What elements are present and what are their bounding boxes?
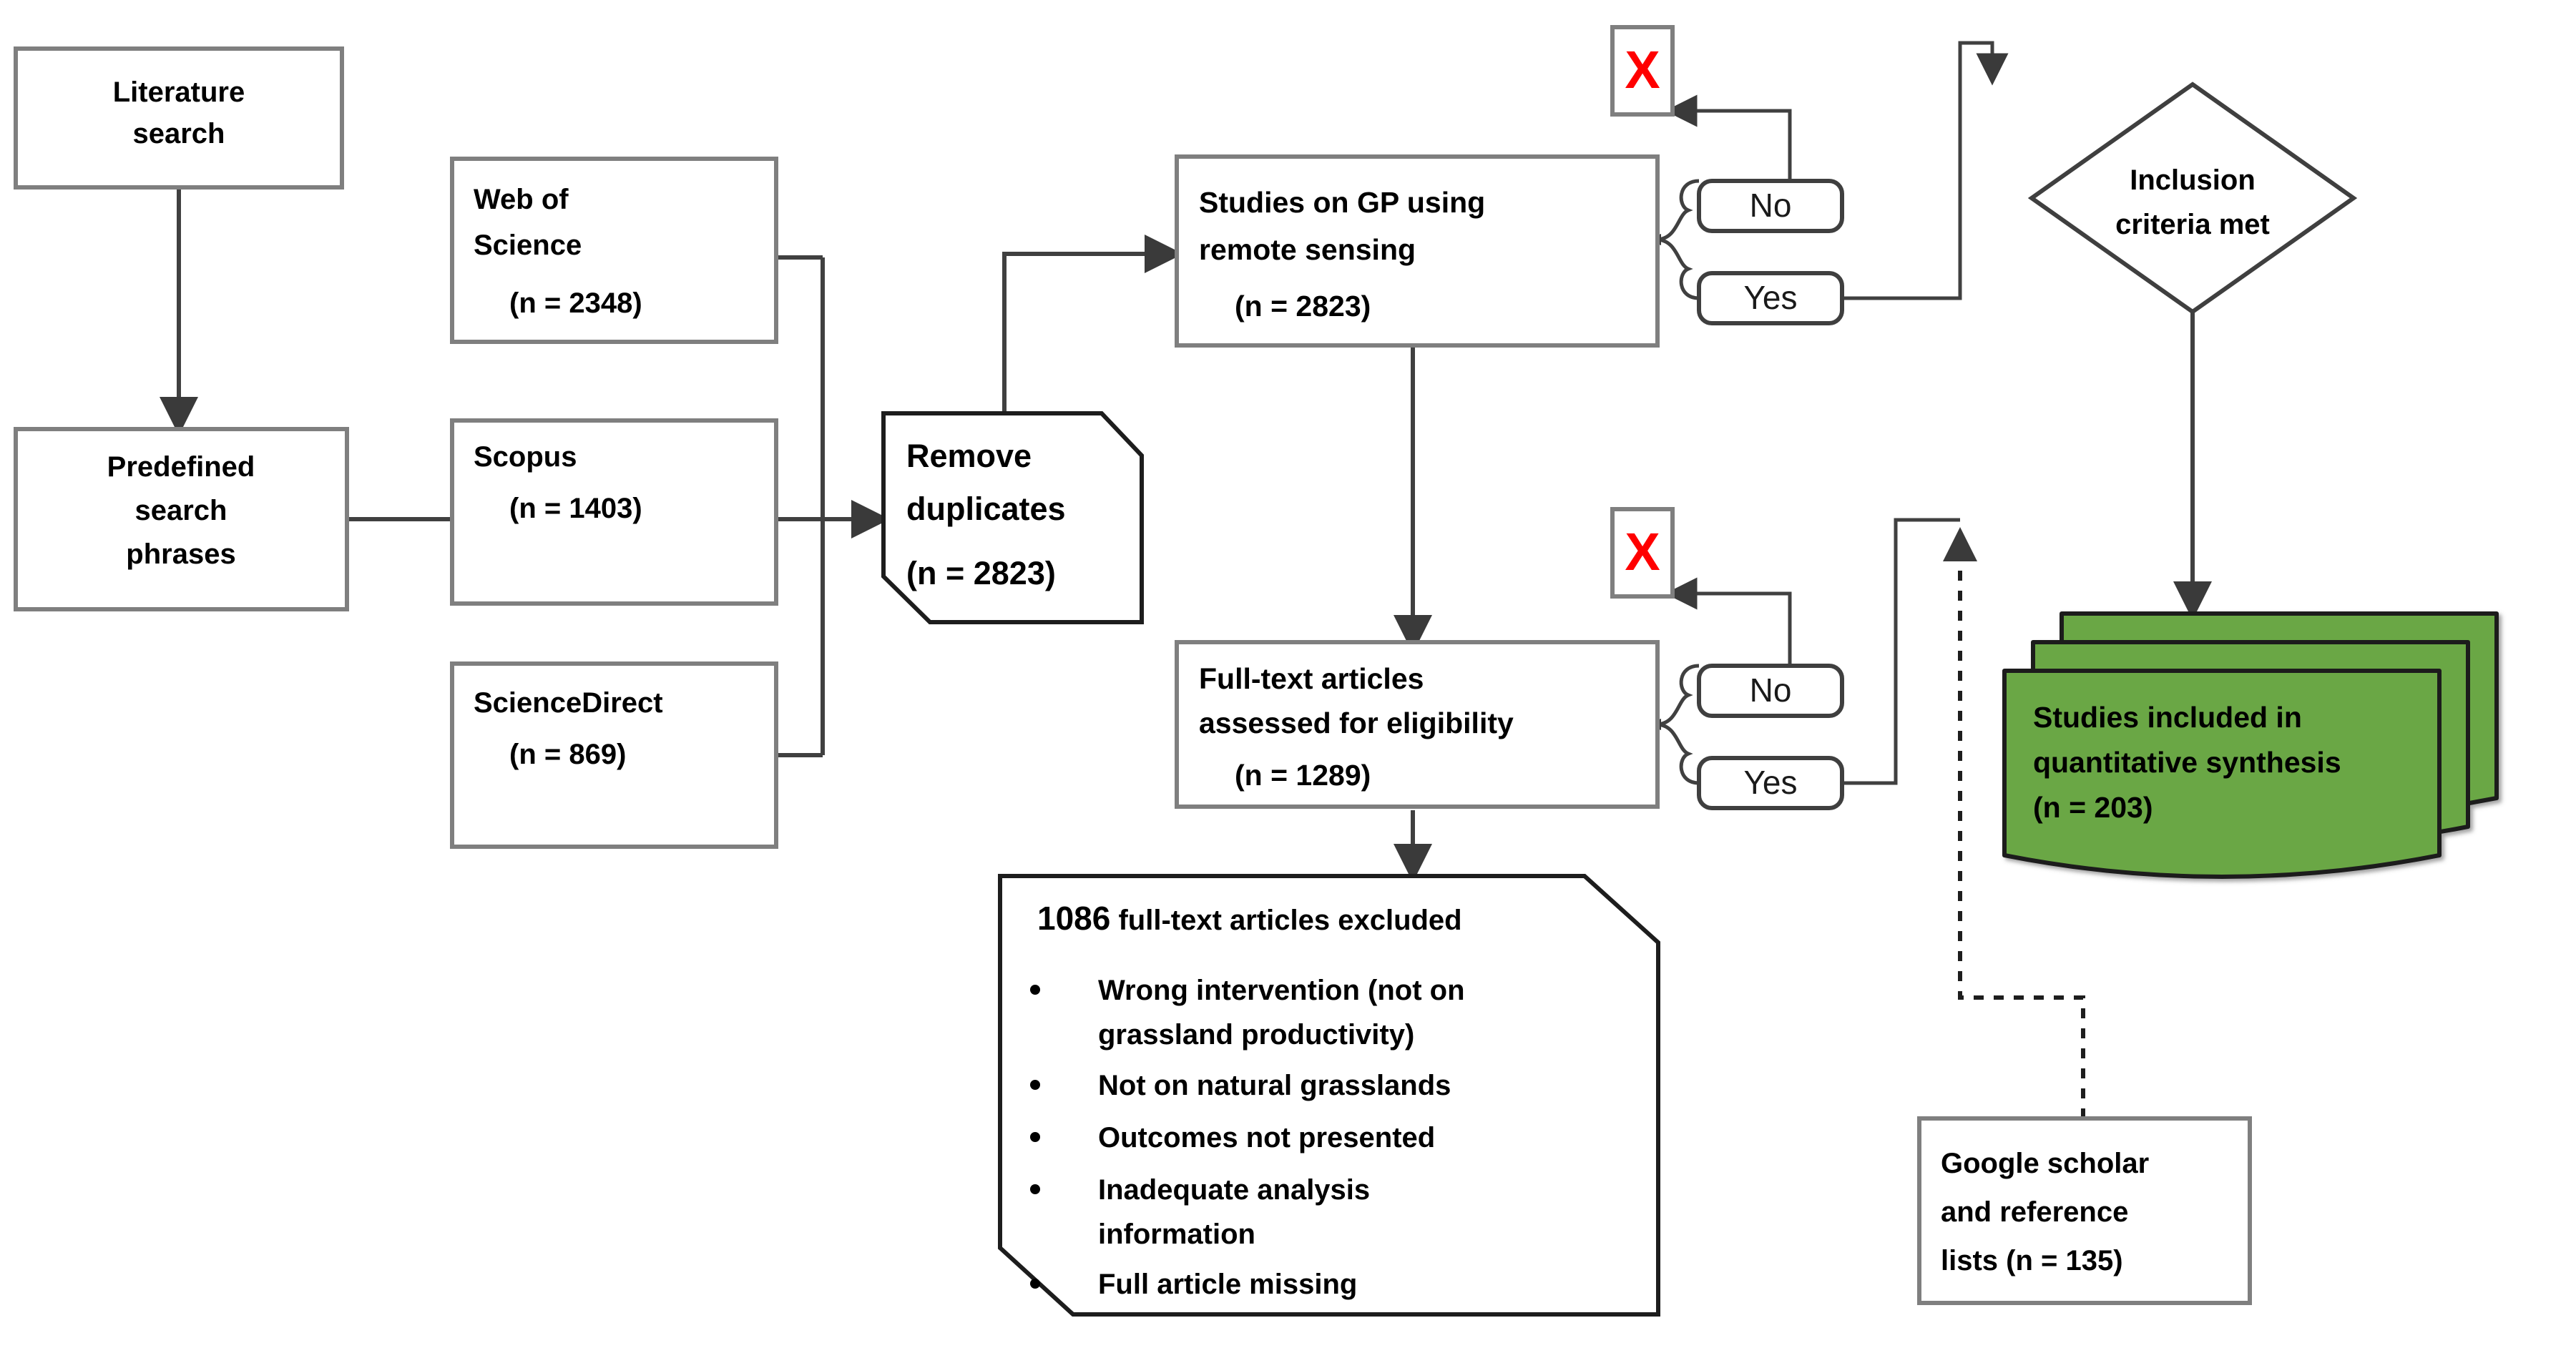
decision-pill-no-upper[interactable]: No [1697, 179, 1844, 233]
studies-remote-sensing-line2: remote sensing [1199, 233, 1416, 266]
node-scopus[interactable]: Scopus (n = 1403) [450, 418, 778, 606]
literature-search-line1: Literature [113, 77, 245, 108]
brace-upper-no [1655, 179, 1700, 242]
excluded-bullet-marker-1 [1030, 985, 1040, 995]
inclusion-criteria-diamond[interactable] [2027, 82, 2358, 315]
predefined-phrases-line2: search [135, 495, 227, 526]
connector-no-lower-to-reject [1665, 577, 1792, 666]
excluded-bullet-3: Outcomes not presented [1098, 1122, 1435, 1153]
connector-no-upper-to-reject [1665, 94, 1792, 181]
studies-included-count: (n = 203) [2033, 791, 2153, 824]
excluded-bullet-5: Full article missing [1098, 1269, 1357, 1300]
excluded-bullet-1b: grassland productivity) [1098, 1019, 1414, 1051]
studies-included-line1: Studies included in [2033, 701, 2302, 734]
reject-lower-box[interactable] [1610, 507, 1675, 599]
studies-included-line2: quantitative synthesis [2033, 746, 2341, 779]
decision-pill-yes-upper[interactable]: Yes [1697, 271, 1844, 325]
excluded-bullet-1a: Wrong intervention (not on [1098, 975, 1465, 1006]
brace-upper-yes [1655, 237, 1700, 300]
yes-lower-pill-shape[interactable] [1697, 756, 1844, 810]
node-reject-upper[interactable]: X [1610, 25, 1675, 117]
node-remove-duplicates[interactable]: Remove duplicates (n = 2823) [881, 411, 1144, 624]
studies-remote-sensing-line1: Studies on GP using [1199, 186, 1485, 219]
remove-duplicates-line2: duplicates [906, 491, 1066, 527]
google-scholar-box[interactable] [1917, 1116, 2252, 1305]
predefined-phrases-line3: phrases [126, 538, 235, 570]
studies-included-card-front[interactable] [2002, 669, 2442, 879]
node-science-direct[interactable]: ScienceDirect (n = 869) [450, 661, 778, 849]
no-upper-pill-shape[interactable] [1697, 179, 1844, 233]
full-text-eligibility-line2: assessed for eligibility [1199, 707, 1514, 739]
node-literature-search[interactable]: Literature search [14, 46, 344, 190]
yes-upper-label: Yes [1743, 279, 1797, 316]
excluded-bullet-marker-5 [1030, 1279, 1040, 1289]
web-of-science-line2: Science [474, 230, 582, 261]
studies-remote-sensing-count: (n = 2823) [1235, 290, 1371, 323]
literature-search-box[interactable] [14, 46, 344, 190]
inclusion-criteria-line1: Inclusion [2130, 164, 2256, 196]
reject-upper-box[interactable] [1610, 25, 1675, 117]
science-direct-count: (n = 869) [509, 739, 626, 770]
excluded-heading-number: 1086 [1037, 900, 1110, 937]
brace-lower-yes [1655, 722, 1700, 785]
excluded-bullet-marker-2 [1030, 1080, 1040, 1090]
node-studies-included[interactable]: Studies included in quantitative synthes… [2002, 611, 2499, 879]
reject-lower-x-icon: X [1625, 522, 1660, 581]
scopus-line1: Scopus [474, 441, 577, 473]
science-direct-box[interactable] [450, 661, 778, 849]
decision-pill-yes-lower[interactable]: Yes [1697, 756, 1844, 810]
google-scholar-line2: and reference [1941, 1196, 2128, 1228]
no-lower-pill-shape[interactable] [1697, 664, 1844, 718]
excluded-bullet-4b: information [1098, 1219, 1255, 1250]
scopus-count: (n = 1403) [509, 493, 642, 524]
node-studies-remote-sensing[interactable]: Studies on GP using remote sensing (n = … [1175, 154, 1660, 348]
connector-google-scholar-dashed [1943, 527, 2085, 1118]
full-text-eligibility-line1: Full-text articles [1199, 662, 1424, 695]
node-inclusion-criteria[interactable]: Inclusion criteria met [2027, 82, 2358, 315]
excluded-heading: 1086 full-text articles excluded [1037, 900, 1462, 937]
node-full-text-eligibility[interactable]: Full-text articles assessed for eligibil… [1175, 640, 1660, 809]
node-predefined-search-phrases[interactable]: Predefined search phrases [14, 427, 349, 611]
yes-lower-label: Yes [1743, 764, 1797, 801]
connector-yes-upper-to-inclusion [1790, 41, 2009, 300]
web-of-science-line1: Web of [474, 184, 569, 215]
web-of-science-box[interactable] [450, 157, 778, 344]
node-google-scholar[interactable]: Google scholar and reference lists (n = … [1917, 1116, 2252, 1305]
inclusion-criteria-line2: criteria met [2115, 209, 2270, 240]
excluded-bullet-4a: Inadequate analysis [1098, 1174, 1370, 1206]
yes-upper-pill-shape[interactable] [1697, 271, 1844, 325]
full-text-eligibility-box[interactable] [1175, 640, 1660, 809]
node-reject-lower[interactable]: X [1610, 507, 1675, 599]
node-excluded-articles[interactable]: 1086 full-text articles excluded Wrong i… [998, 874, 1660, 1317]
no-upper-label: No [1750, 187, 1792, 224]
google-scholar-line3: lists (n = 135) [1941, 1245, 2123, 1276]
no-lower-label: No [1750, 671, 1792, 709]
predefined-phrases-box[interactable] [14, 427, 349, 611]
excluded-heading-rest: full-text articles excluded [1110, 905, 1461, 936]
literature-search-line2: search [133, 118, 225, 149]
studies-remote-sensing-box[interactable] [1175, 154, 1660, 348]
connector-remove-duplicates-to-studies [1002, 235, 1183, 413]
remove-duplicates-shape[interactable] [881, 411, 1144, 624]
excluded-bullet-marker-4 [1030, 1184, 1040, 1194]
remove-duplicates-line1: Remove [906, 438, 1032, 474]
scopus-box[interactable] [450, 418, 778, 606]
excluded-bullet-marker-3 [1030, 1132, 1040, 1142]
excluded-bullet-2: Not on natural grasslands [1098, 1070, 1451, 1101]
reject-upper-x-icon: X [1625, 40, 1660, 99]
decision-pill-no-lower[interactable]: No [1697, 664, 1844, 718]
google-scholar-line1: Google scholar [1941, 1148, 2149, 1179]
brace-lower-no [1655, 664, 1700, 727]
science-direct-line1: ScienceDirect [474, 687, 663, 719]
node-web-of-science[interactable]: Web of Science (n = 2348) [450, 157, 778, 344]
web-of-science-count: (n = 2348) [509, 287, 642, 319]
excluded-articles-shape[interactable] [998, 874, 1660, 1317]
predefined-phrases-line1: Predefined [107, 451, 255, 483]
remove-duplicates-count: (n = 2823) [906, 555, 1056, 591]
full-text-eligibility-count: (n = 1289) [1235, 759, 1371, 792]
